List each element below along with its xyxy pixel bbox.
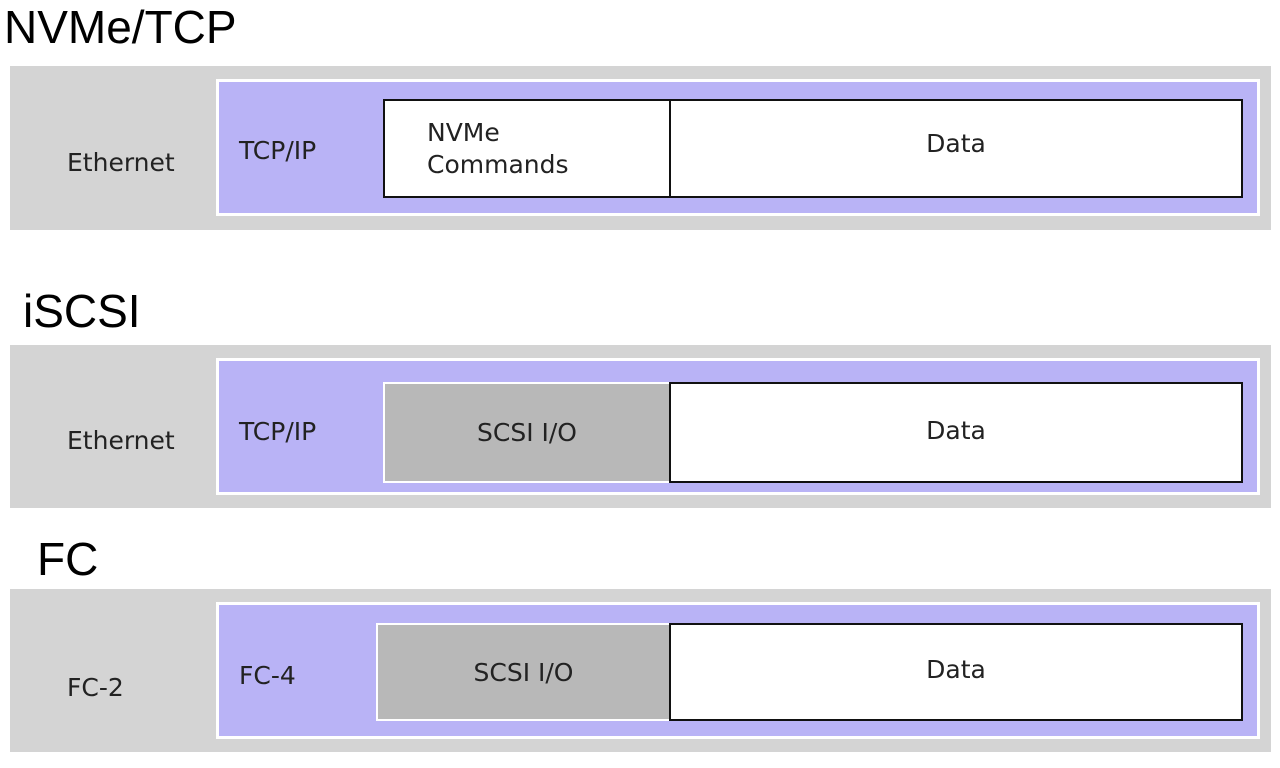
tcp-ip-label: TCP/IP: [239, 136, 317, 165]
ethernet-frame-band: Ethernet TCP/IP SCSI I/O Data: [10, 345, 1271, 508]
nvme-commands-cell: NVMe Commands: [383, 99, 671, 198]
tcp-ip-label: TCP/IP: [239, 417, 317, 446]
section-title-iscsi: iSCSI: [23, 285, 141, 337]
nvme-commands-line-2: Commands: [427, 149, 569, 179]
data-label: Data: [926, 129, 986, 158]
fc-2-frame-band: FC-2 FC-4 SCSI I/O Data: [10, 589, 1271, 752]
tcp-ip-band: TCP/IP NVMe Commands Data: [216, 79, 1260, 216]
ethernet-label: Ethernet: [67, 148, 175, 177]
section-title-fc: FC: [37, 533, 99, 585]
fc-4-label: FC-4: [239, 661, 296, 690]
data-cell: Data: [669, 382, 1243, 483]
scsi-io-label: SCSI I/O: [477, 418, 577, 447]
scsi-io-cell: SCSI I/O: [383, 382, 671, 483]
scsi-io-label: SCSI I/O: [473, 657, 574, 687]
tcp-ip-band: TCP/IP SCSI I/O Data: [216, 358, 1260, 495]
section-title-nvme-tcp: NVMe/TCP: [4, 1, 237, 53]
data-cell: Data: [669, 99, 1243, 198]
data-label: Data: [926, 416, 986, 445]
nvme-commands-line-1: NVMe: [427, 118, 500, 148]
scsi-io-cell: SCSI I/O: [376, 623, 671, 721]
fc-2-label: FC-2: [67, 673, 124, 702]
ethernet-frame-band: Ethernet TCP/IP NVMe Commands Data: [10, 66, 1271, 230]
ethernet-label: Ethernet: [67, 426, 175, 455]
data-cell: Data: [669, 623, 1243, 721]
data-label: Data: [926, 655, 986, 684]
fc-4-band: FC-4 SCSI I/O Data: [216, 602, 1260, 739]
